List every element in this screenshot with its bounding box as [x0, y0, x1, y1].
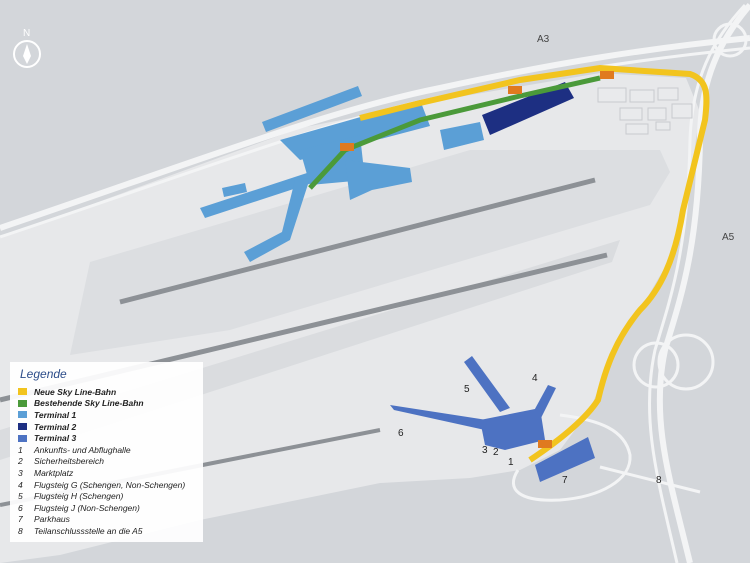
- compass-icon: N: [13, 28, 41, 68]
- building: [619, 107, 643, 121]
- compass-letter: N: [23, 28, 30, 39]
- terminal-1-pier-c: [440, 122, 484, 150]
- legend-label: Sicherheitsbereich: [34, 456, 104, 467]
- legend-swatch: [18, 434, 27, 442]
- terminal-1-main: [280, 100, 430, 160]
- legend-swatch: [18, 423, 27, 431]
- legend-label: Parkhaus: [34, 514, 70, 525]
- terminal-1-pier-a-south: [244, 178, 310, 262]
- access-road-a5-link: [599, 465, 701, 494]
- terminal-3-pier-h: [464, 356, 510, 412]
- legend-number: 2: [18, 456, 23, 467]
- map-label-5: 5: [464, 384, 470, 395]
- skyline-new: [359, 64, 710, 463]
- skyline-station-t2: [508, 86, 522, 94]
- map-label-3: 3: [482, 445, 488, 456]
- legend-item: 1 Ankunfts- und Abflughalle: [18, 444, 195, 456]
- legend-label: Marktplatz: [34, 467, 74, 478]
- highway-a5-inner: [647, 3, 747, 563]
- terminal-3: [390, 356, 595, 482]
- legend-number: 8: [18, 525, 23, 536]
- terminal-3-pier-g: [530, 385, 556, 420]
- terminal-2: [482, 82, 574, 135]
- runway-1: [119, 177, 596, 305]
- building: [647, 107, 667, 121]
- legend-item: 7 Parkhaus: [18, 514, 195, 526]
- legend-number: 4: [18, 479, 23, 490]
- map-label-7: 7: [562, 475, 568, 486]
- legend-item: 5 Flugsteig H (Schengen): [18, 490, 195, 502]
- building: [597, 87, 627, 103]
- legend-item: Terminal 2: [18, 421, 195, 433]
- legend-swatch: [18, 388, 27, 396]
- skyline-station-east: [600, 71, 614, 79]
- legend-item: 2 Sicherheitsbereich: [18, 456, 195, 468]
- legend-number: 1: [18, 444, 23, 455]
- legend-number: 6: [18, 502, 23, 513]
- map-label-6: 6: [398, 428, 404, 439]
- legend-label: Terminal 3: [34, 433, 77, 444]
- road-label-a5: A5: [722, 232, 735, 243]
- access-road-t3: [512, 413, 632, 502]
- legend-swatch: [18, 411, 27, 419]
- terminal-3-main: [480, 408, 545, 450]
- terminal-1: [200, 86, 484, 262]
- legend-label: Flugsteig J (Non-Schengen): [34, 502, 140, 513]
- legend-label: Flugsteig H (Schengen): [34, 491, 124, 502]
- legend-number: 7: [18, 514, 23, 525]
- building: [625, 123, 649, 135]
- interchange-loop-2: [632, 341, 680, 389]
- east-buildings: [597, 87, 693, 135]
- legend-item: 4 Flugsteig G (Schengen, Non-Schengen): [18, 479, 195, 491]
- map-label-4: 4: [532, 373, 538, 384]
- legend-label: Flugsteig G (Schengen, Non-Schengen): [34, 479, 186, 490]
- legend-label: Ankunfts- und Abflughalle: [34, 444, 131, 455]
- building: [655, 121, 671, 131]
- terminal-1-pier-a-west: [200, 172, 315, 218]
- legend-item: 8 Teilanschlussstelle an die A5: [18, 525, 195, 537]
- terminal-3-pier-j: [390, 405, 487, 430]
- building: [657, 87, 679, 101]
- building: [671, 103, 693, 119]
- legend-item: Terminal 1: [18, 409, 195, 421]
- legend-label: Neue Sky Line-Bahn: [34, 386, 117, 397]
- terminal-1-pier-north: [262, 86, 362, 132]
- skyline-station-t1: [340, 143, 354, 151]
- legend-label: Terminal 2: [34, 421, 77, 432]
- legend-swatch: [18, 399, 27, 407]
- highway-a5: [656, 3, 750, 563]
- highway-a3: [0, 35, 750, 231]
- road-label-a3: A3: [537, 34, 550, 45]
- map-label-2: 2: [493, 447, 499, 458]
- legend-item: Bestehende Sky Line-Bahn: [18, 398, 195, 410]
- building: [629, 89, 655, 103]
- legend-item: 6 Flugsteig J (Non-Schengen): [18, 502, 195, 514]
- map-label-8: 8: [656, 475, 662, 486]
- legend-item: Neue Sky Line-Bahn: [18, 386, 195, 398]
- legend-item: 3 Marktplatz: [18, 467, 195, 479]
- legend-title: Legende: [20, 367, 67, 381]
- legend-number: 3: [18, 467, 23, 478]
- skyline-station-t3: [538, 440, 552, 448]
- terminal-1-pier-b: [345, 160, 412, 200]
- legend-number: 5: [18, 491, 23, 502]
- legend-label: Bestehende Sky Line-Bahn: [34, 398, 144, 409]
- interchange-loop-3: [712, 22, 748, 58]
- interchange-loop-1: [657, 333, 715, 391]
- terminal-1-small: [222, 183, 247, 197]
- legend-label: Terminal 1: [34, 409, 77, 420]
- legend-item: Terminal 3: [18, 432, 195, 444]
- legend-number-list: 1 Ankunfts- und Abflughalle 2 Sicherheitsbe…: [18, 444, 195, 537]
- skyline-existing: [308, 75, 601, 190]
- terminal-3-parking: [535, 437, 595, 482]
- legend-label: Teilanschlussstelle an die A5: [34, 525, 143, 536]
- map-label-1: 1: [508, 457, 514, 468]
